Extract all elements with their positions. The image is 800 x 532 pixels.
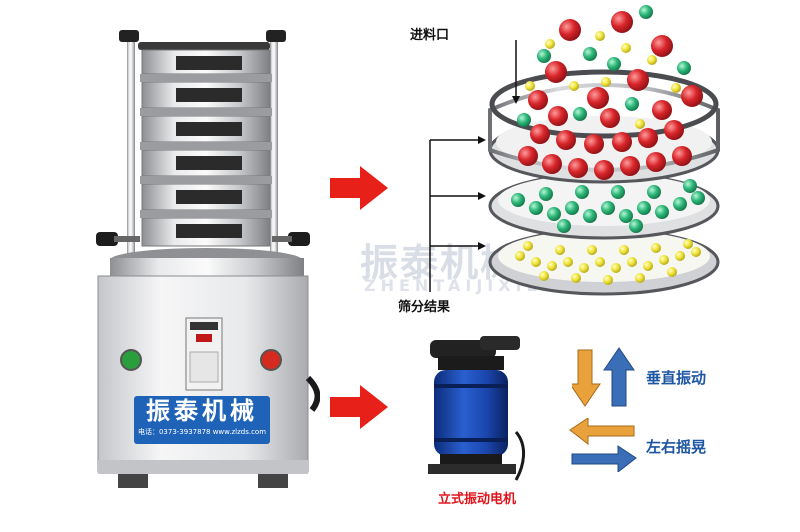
horizontal-arrows <box>569 418 637 472</box>
right-arrow-icon <box>571 445 637 472</box>
brand-contact: 电话：0373-3937878 www.zlzds.com <box>137 428 267 436</box>
feed-inlet-label: 进料口 <box>410 28 450 43</box>
vertical-vibration-motor <box>428 336 525 481</box>
vertical-vibration-label: 垂直振动 <box>646 369 707 387</box>
left-arrow-icon <box>569 418 635 446</box>
motor-label: 立式振动电机 <box>438 492 517 507</box>
watermark-pinyin: ZHENTAIJIXIE <box>364 276 543 295</box>
screening-diagram <box>429 5 720 296</box>
screening-result-label: 筛分结果 <box>398 300 451 315</box>
right-arrow-icon <box>330 385 388 429</box>
down-arrow-icon <box>572 349 601 407</box>
right-arrow-icon <box>330 166 388 210</box>
sieve-shaker-machine <box>96 30 320 488</box>
up-arrow-icon <box>603 347 635 407</box>
horizontal-swing-label: 左右摇晃 <box>646 438 707 456</box>
brand-name: 振泰机械 <box>146 397 258 425</box>
vertical-arrows <box>572 347 635 407</box>
brand-panel: 振泰机械 电话：0373-3937878 www.zlzds.com <box>134 396 270 444</box>
